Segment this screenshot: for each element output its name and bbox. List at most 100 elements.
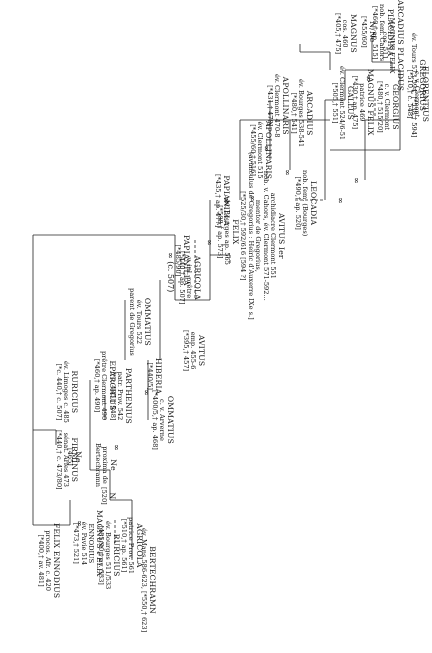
marriage-symbol: ∞ xyxy=(336,196,345,204)
person-detail: MAGNUS FELIX xyxy=(388,17,397,73)
person-detail: év. Tours 522 xyxy=(135,299,144,345)
person-detail: [*400,† av. 481] xyxy=(36,534,45,587)
person-detail: [*c. 485,† 548] xyxy=(108,371,117,421)
person-detail: [465] xyxy=(66,448,75,466)
person-detail: [*c. 440,† c. 507] xyxy=(54,363,63,421)
person-name: ARCADIUS xyxy=(305,90,314,136)
person-detail: év. Bourges ap. 565 xyxy=(223,199,232,265)
person-detail: [*395,† 457] xyxy=(181,329,190,371)
person-ne-465: Ne[465] xyxy=(66,448,83,466)
marriage-date-note: ∞ (c. 507) xyxy=(166,252,175,293)
person-detail: [*508,† ap. 573] xyxy=(215,205,224,259)
person-name: HIBERIA xyxy=(154,358,163,395)
person-detail: prêtre Clermont 490 xyxy=(100,350,109,420)
person-n-520: N[520] xyxy=(100,487,117,505)
person-detail: cos. 511 xyxy=(380,31,389,59)
person-name: N xyxy=(108,492,117,500)
person-detail: [*400/5,† ap. 468] xyxy=(150,390,159,450)
marriage-symbol: ∞ xyxy=(248,194,257,202)
person-name: PAPIANILLA xyxy=(182,234,191,286)
person-detail: [520] xyxy=(100,487,109,505)
person-detail: év. Clermont 470-8 xyxy=(273,73,282,137)
person-detail: nob. fem. (Bourges) xyxy=(301,170,310,237)
person-name: ARCADIUS PLACIDUS xyxy=(396,0,405,91)
person-name: FELIX ENNODIUS xyxy=(52,522,61,598)
person-detail: patr. Prov. 542 xyxy=(116,371,125,421)
person-detail: év. Bourges 538-541 xyxy=(297,79,306,148)
marriage-symbol: ∞ xyxy=(283,168,292,176)
marriage-symbol: ∞ xyxy=(352,176,361,184)
person-detail: parent de Gregorius xyxy=(127,288,136,356)
person-detail: patrice Prov. 561 xyxy=(127,516,136,574)
person-name: AVITUS Ier xyxy=(277,212,286,259)
person-detail: [*405,† 475] xyxy=(333,12,342,54)
person-detail: [*440,† c. 473/80] xyxy=(54,430,63,490)
marriage-symbol: ∞ xyxy=(205,238,214,246)
person-detail: procos. Afr. c. 420 xyxy=(44,529,53,591)
person-papianilla-ii: PAPIANILLA[*485/90] xyxy=(174,234,191,286)
person-name: N/Ne xyxy=(368,21,377,43)
person-detail: [*480,† 541] xyxy=(289,92,298,134)
person-detail: [*430,† ap. 475] xyxy=(350,75,359,129)
person-name: OMMATIUS xyxy=(143,297,152,346)
person-detail: év. Clermont 524/6-51 xyxy=(338,66,347,141)
person-name: PARTHENIUS xyxy=(124,368,133,424)
person-nvne: N/Ne[*455/60] xyxy=(360,16,377,48)
person-name: MAGNUS xyxy=(349,13,358,53)
person-detail: év. Bourges 511/533 xyxy=(104,521,113,590)
person-detail: [*490,† ap. 520] xyxy=(293,176,302,230)
person-name: APOLLINARIS xyxy=(281,76,290,135)
person-name: BERTECHRAMN xyxy=(148,546,157,614)
person-name: OMMATIUS xyxy=(166,395,175,444)
person-detail: [*525/30,† 592/616 [594 ?] xyxy=(239,191,248,281)
person-detail: [*431,† 478] xyxy=(265,84,274,126)
person-name: GEORGIUS xyxy=(391,83,400,130)
person-detail: év. Limoges c. 485 xyxy=(62,361,71,423)
person-name: AGRICOLA xyxy=(193,255,202,300)
person-detail: emp. 455-6 xyxy=(189,331,198,369)
person-detail: [*460,† ap. 490] xyxy=(92,358,101,412)
person-detail: [*480,† 515/20] xyxy=(375,81,384,133)
person-detail: c. v. Arverne xyxy=(158,399,167,441)
marriage-symbol: ∞ xyxy=(75,519,84,527)
person-detail: [*455/60] xyxy=(360,16,369,48)
marriage-symbol: ∞ xyxy=(364,74,373,82)
person-detail: proxima de xyxy=(101,446,110,484)
person-detail: ENNODIUS xyxy=(87,522,96,563)
marriage-symbol: ∞ xyxy=(142,388,151,396)
person-detail: év. Tours 573-594, [*538,† 594] xyxy=(410,33,419,138)
person-detail: [*455/60,† 516] xyxy=(248,124,257,176)
person-detail: [*505,† 551] xyxy=(330,82,339,124)
person-detail: Bertechramn xyxy=(93,443,102,487)
person-name: GREGORIUS xyxy=(418,59,427,112)
person-name: Ne xyxy=(74,451,83,463)
person-detail: [*510,† ap. 561] xyxy=(119,518,128,572)
person-name: LEOCADIA xyxy=(309,181,318,226)
person-name: AVITUS xyxy=(197,334,206,366)
person-name: RURICIUS xyxy=(70,370,79,414)
person-detail: év. Mans 586-623, [*550,† 623] xyxy=(140,528,149,633)
person-detail: cos. 460 xyxy=(341,19,350,47)
marriage-symbol: ∞ xyxy=(262,144,271,152)
person-detail: [485/90,† av. 533] xyxy=(96,525,105,585)
marriage-symbol: ∞ xyxy=(112,443,121,451)
person-detail: c. v. Clermont xyxy=(383,83,392,131)
marriage-symbol: ∞ xyxy=(222,196,231,204)
